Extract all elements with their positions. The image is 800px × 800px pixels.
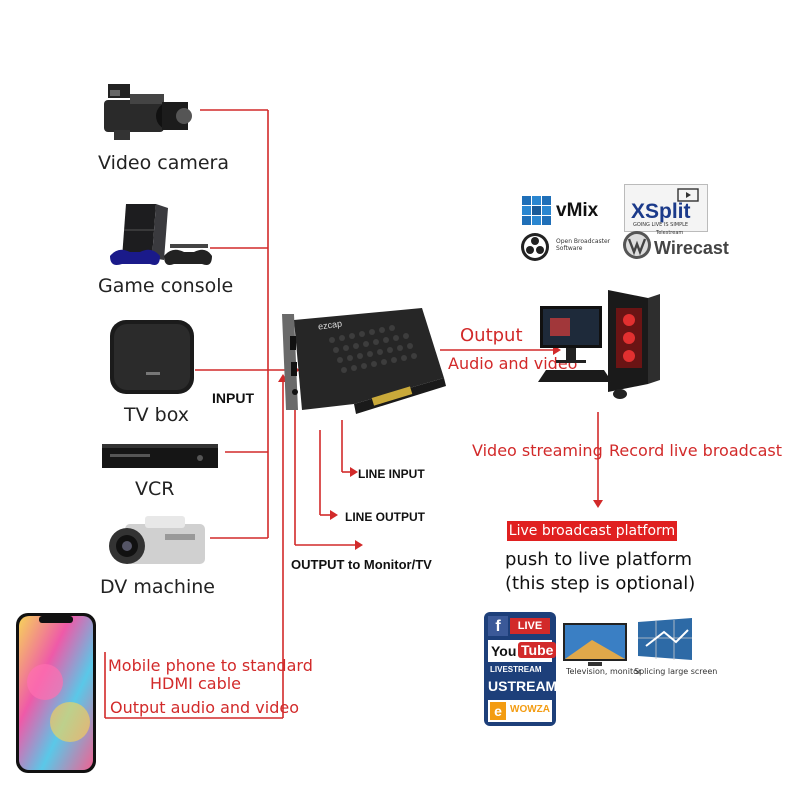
dv-machine-label: DV machine [100, 576, 215, 598]
xsplit-text: XSplit [631, 200, 691, 223]
platform-logo-stack: f LIVE You Tube LIVESTREAM USTREAM e WOW… [484, 612, 558, 726]
xsplit-tagline: GOING LIVE IS SIMPLE [633, 222, 689, 228]
tv-caption: Television, monitor [566, 667, 642, 676]
xsplit-play-icon [677, 188, 699, 202]
vmix-logo: vMix [522, 196, 612, 230]
splice-caption: Splicing large screen [634, 667, 718, 676]
lineout-arrow [330, 510, 338, 520]
monitor-arrow [355, 540, 363, 550]
input-label: INPUT [212, 390, 254, 406]
platform-arrow [593, 500, 603, 508]
mobile-text-3: Output audio and video [110, 698, 299, 717]
wowza-icon: e [490, 702, 506, 720]
record-live-label: Record live broadcast [609, 441, 782, 460]
vcr-label: VCR [135, 478, 175, 500]
vmix-text: vMix [556, 200, 599, 221]
obs-icon [521, 233, 549, 261]
video-camera-label: Video camera [98, 152, 230, 174]
video-camera-icon [104, 84, 192, 140]
livestream-text: LIVESTREAM [490, 665, 542, 674]
game-console-label: Game console [98, 275, 234, 297]
tv-box-label: TV box [124, 404, 189, 426]
computer-icon [538, 290, 660, 399]
youtube-text-b: Tube [518, 642, 557, 658]
facebook-icon: f [488, 616, 508, 636]
obs-logo: Open Broadcaster Software [520, 232, 620, 266]
wirecast-logo: Telestream Wirecast [622, 230, 729, 266]
vmix-icon [522, 196, 551, 225]
youtube-logo: You Tube [488, 640, 557, 662]
xsplit-logo: XSplit GOING LIVE IS SIMPLE [624, 184, 708, 232]
dv-machine-icon [109, 516, 205, 564]
output-monitor-label: OUTPUT to Monitor/TV [291, 557, 432, 572]
vcr-icon [102, 444, 218, 468]
push-live-text: push to live platform [505, 549, 693, 570]
capture-card-icon [282, 308, 446, 414]
mobile-text-2: HDMI cable [150, 674, 242, 693]
youtube-text-a: You [491, 643, 517, 659]
television-icon [563, 623, 627, 666]
linein-arrow [350, 467, 358, 477]
wirecast-top-text: Telestream [656, 230, 684, 236]
wirecast-text: Wirecast [654, 238, 729, 258]
audio-video-label: Audio and video [448, 354, 578, 373]
live-platform-badge: Live broadcast platform [507, 521, 677, 541]
facebook-live-badge: LIVE [510, 618, 550, 634]
wirecast-icon [623, 231, 651, 259]
tv-box-icon [110, 320, 194, 394]
video-streaming-label: Video streaming [472, 441, 603, 460]
output-label: Output [460, 325, 523, 346]
optional-text: (this step is optional) [505, 573, 696, 594]
mobile-phone-icon [16, 613, 96, 773]
line-input-label: LINE INPUT [358, 467, 425, 481]
splicing-screen-icon [638, 618, 692, 660]
wowza-logo: e WOWZA [488, 700, 552, 722]
obs-text: Open Broadcaster Software [556, 238, 611, 252]
game-console-icon [110, 204, 212, 265]
mobile-text-1: Mobile phone to standard [108, 656, 313, 675]
wowza-text: WOWZA [510, 704, 550, 715]
ustream-text: USTREAM [488, 678, 558, 694]
line-output-label: LINE OUTPUT [345, 510, 425, 524]
